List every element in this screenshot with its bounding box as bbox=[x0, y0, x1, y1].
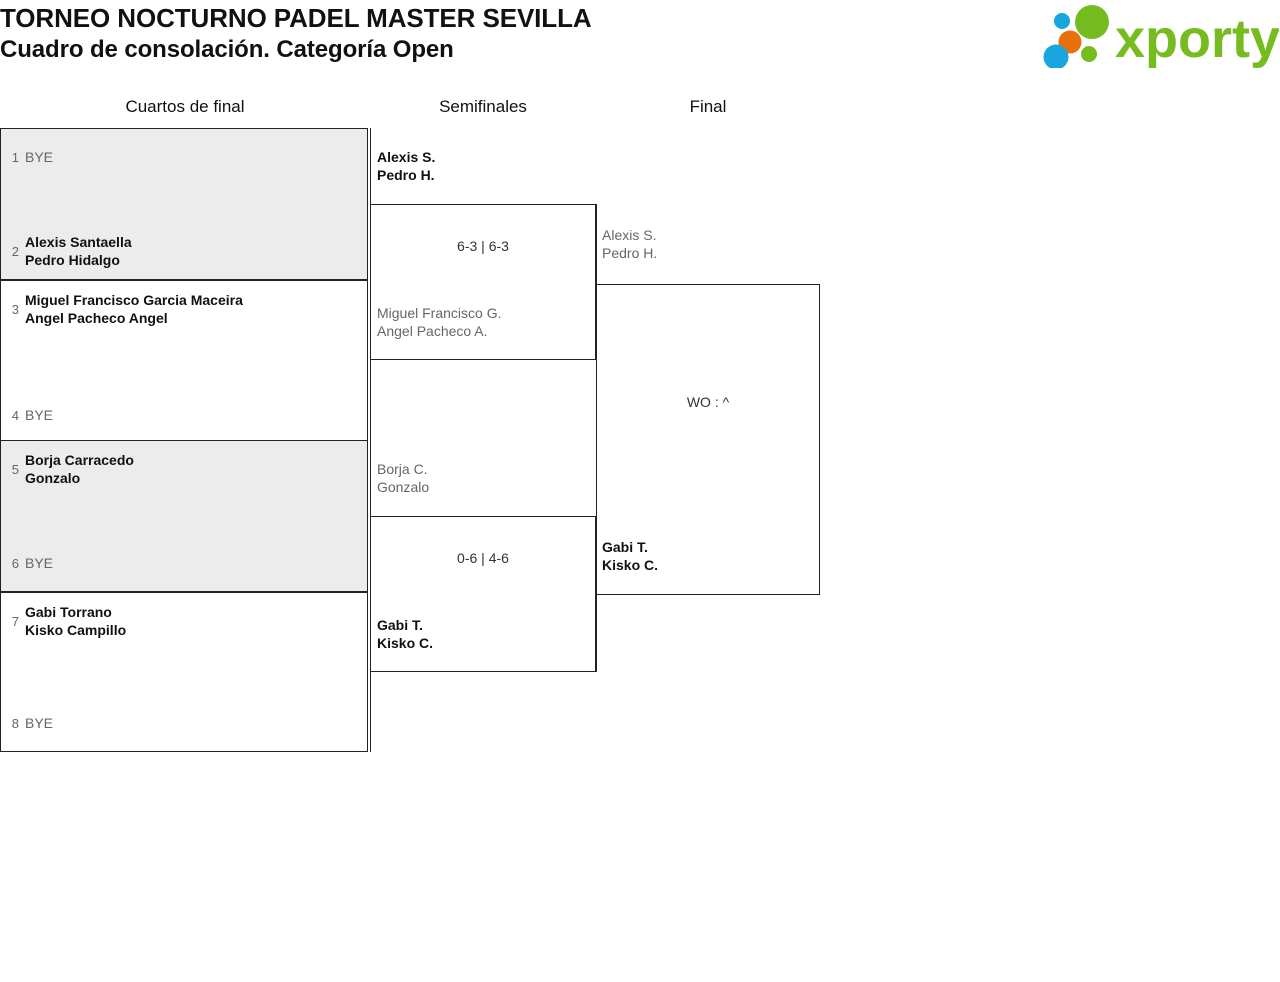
team-name: Gabi Torrano Kisko Campillo bbox=[25, 604, 127, 638]
team-name: Gabi T. Kisko C. bbox=[602, 539, 659, 573]
tournament-title-block: TORNEO NOCTURNO PADEL MASTER SEVILLA Cua… bbox=[0, 2, 592, 66]
connector-line bbox=[596, 594, 597, 672]
team-name: BYE bbox=[25, 715, 54, 731]
team-name: Gabi T. Kisko C. bbox=[377, 617, 434, 651]
team-name: BYE bbox=[25, 149, 54, 165]
logo-dot-green-small bbox=[1081, 46, 1097, 62]
team-name: BYE bbox=[25, 555, 54, 571]
logo-dot-green-large bbox=[1075, 5, 1109, 39]
team-name: Miguel Francisco Garcia Maceira Angel Pa… bbox=[25, 292, 243, 326]
bracket-subtitle: Cuadro de consolación. Categoría Open bbox=[0, 36, 454, 63]
bracket-slot[interactable]: 5 Borja Carracedo Gonzalo bbox=[1, 449, 369, 489]
connector-line bbox=[370, 359, 371, 445]
seed-number: 4 bbox=[11, 407, 19, 423]
match-score: 6-3 | 6-3 bbox=[457, 238, 509, 254]
bracket-slot[interactable]: 8 BYE bbox=[1, 703, 369, 743]
team-name: Alexis Santaella Pedro Hidalgo bbox=[25, 234, 132, 268]
bracket-slot[interactable]: 3 Miguel Francisco Garcia Maceira Angel … bbox=[1, 289, 369, 329]
team-name: Borja Carracedo Gonzalo bbox=[25, 452, 134, 486]
seed-number: 3 bbox=[11, 301, 19, 317]
connector-line bbox=[370, 128, 371, 205]
bracket-slot[interactable]: 4 BYE bbox=[1, 395, 369, 435]
team-name: Alexis S. Pedro H. bbox=[602, 227, 658, 261]
seed-number: 2 bbox=[11, 243, 19, 259]
match-box-semifinal-2[interactable]: 0-6 | 4-6 bbox=[370, 516, 596, 672]
match-score: WO : ^ bbox=[686, 394, 730, 410]
team-name: Miguel Francisco G. Angel Pacheco A. bbox=[377, 305, 502, 339]
team-name: Borja C. Gonzalo bbox=[377, 461, 430, 495]
round-header-quarterfinals: Cuartos de final bbox=[125, 97, 245, 116]
bracket-slot[interactable]: 1 BYE bbox=[1, 137, 369, 177]
connector-line bbox=[370, 445, 371, 517]
team-name: BYE bbox=[25, 407, 54, 423]
bracket-slot[interactable]: 7 Gabi Torrano Kisko Campillo bbox=[1, 601, 369, 641]
tournament-name: TORNEO NOCTURNO PADEL MASTER SEVILLA bbox=[0, 3, 592, 33]
team-name: Alexis S. Pedro H. bbox=[377, 149, 436, 183]
connector-line bbox=[370, 671, 371, 752]
match-score: 0-6 | 4-6 bbox=[457, 550, 509, 566]
match-box-semifinal-1[interactable]: 6-3 | 6-3 bbox=[370, 204, 596, 360]
table-row[interactable]: 7 Gabi Torrano Kisko Campillo 8 BYE bbox=[0, 592, 368, 752]
seed-number: 7 bbox=[11, 613, 19, 629]
connector-line bbox=[596, 204, 597, 285]
page-header: TORNEO NOCTURNO PADEL MASTER SEVILLA Cua… bbox=[0, 0, 1280, 90]
table-row[interactable]: 5 Borja Carracedo Gonzalo 6 BYE bbox=[0, 440, 368, 592]
logo-dot-blue-small bbox=[1054, 13, 1070, 29]
match-box-final[interactable]: WO : ^ bbox=[596, 284, 820, 595]
logo-wordmark: xporty bbox=[1115, 9, 1279, 68]
xporty-logo[interactable]: xporty bbox=[1043, 4, 1280, 70]
seed-number: 5 bbox=[11, 461, 19, 477]
table-row[interactable]: 1 BYE 2 Alexis Santaella Pedro Hidalgo bbox=[0, 128, 368, 280]
round-header-semifinals: Semifinales bbox=[439, 97, 527, 116]
bracket-slot[interactable]: 2 Alexis Santaella Pedro Hidalgo bbox=[1, 231, 369, 271]
seed-number: 6 bbox=[11, 555, 19, 571]
table-row[interactable]: 3 Miguel Francisco Garcia Maceira Angel … bbox=[0, 280, 368, 444]
logo-dot-blue-large bbox=[1043, 44, 1069, 70]
seed-number: 1 bbox=[11, 149, 19, 165]
xporty-logo-svg: xporty bbox=[1043, 5, 1280, 70]
seed-number: 8 bbox=[11, 715, 19, 731]
bracket-slot[interactable]: 6 BYE bbox=[1, 543, 369, 583]
round-header-final: Final bbox=[689, 97, 727, 116]
